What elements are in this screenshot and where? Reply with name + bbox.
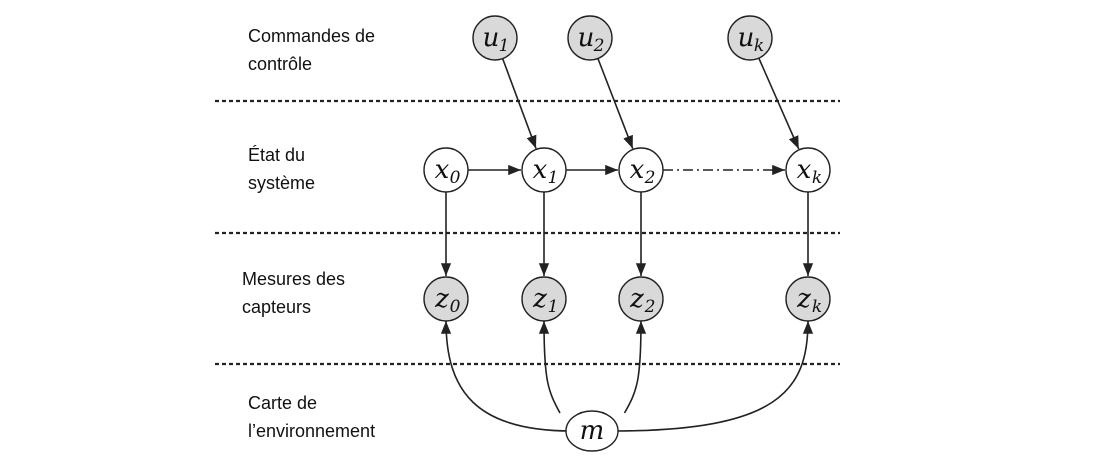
node-label: x	[797, 155, 812, 185]
node-label: u	[578, 23, 595, 53]
row-label-line: capteurs	[242, 297, 312, 317]
edge-m-z2	[623, 320, 647, 414]
node-subscript: k	[812, 297, 822, 317]
node-circle	[727, 15, 773, 61]
edge-u2-x2	[597, 58, 634, 149]
node-subscript: 2	[644, 297, 656, 317]
node-subscript: 0	[450, 297, 461, 317]
node-subscript: 0	[450, 168, 461, 188]
node-subscript: 2	[593, 36, 605, 56]
node-subscript: 2	[644, 168, 656, 188]
row-label-control: Commandes de contrôle	[248, 22, 375, 78]
node-circle	[423, 276, 469, 322]
row-label-state: État du système	[248, 141, 315, 197]
row-label-measure: Mesures des capteurs	[242, 265, 345, 321]
node-circle	[521, 147, 567, 193]
edge-u1-x1	[501, 58, 537, 149]
node-circle	[618, 147, 664, 193]
node-circle	[785, 276, 831, 322]
node-label: x	[533, 155, 548, 185]
node-label: u	[738, 23, 755, 53]
row-label-line: l’environnement	[248, 421, 376, 441]
node-label: z	[532, 284, 547, 314]
row-label-line: Mesures des	[242, 269, 346, 289]
edge-m-z0	[440, 320, 573, 432]
node-label: m	[580, 416, 605, 446]
node-subscript: k	[812, 168, 822, 188]
node-circle	[618, 276, 664, 322]
node-label: z	[434, 284, 449, 314]
row-label-line: Carte de	[248, 393, 318, 413]
row-label-line: système	[248, 173, 316, 193]
node-subscript: 1	[548, 168, 559, 188]
row-label-line: État du	[248, 145, 306, 165]
node-subscript: 1	[548, 297, 559, 317]
edge-m-z1	[538, 320, 561, 414]
node-circle	[567, 15, 613, 61]
node-circle	[423, 147, 469, 193]
row-label-line: Commandes de	[248, 26, 376, 46]
node-label: x	[630, 155, 645, 185]
node-circle	[565, 410, 619, 452]
node-circle	[785, 147, 831, 193]
node-m: m	[565, 410, 619, 452]
node-circle	[472, 15, 518, 61]
edge-m-zk	[611, 320, 814, 432]
node-label: z	[796, 284, 811, 314]
row-label-map: Carte de l’environnement	[248, 389, 375, 445]
edges	[440, 57, 814, 432]
node-label: x	[435, 155, 450, 185]
edge-uk-xk	[758, 57, 800, 150]
node-label: z	[629, 284, 644, 314]
row-label-line: contrôle	[248, 54, 313, 74]
node-subscript: 1	[499, 36, 510, 56]
node-subscript: k	[754, 36, 764, 56]
node-label: u	[483, 23, 500, 53]
node-circle	[521, 276, 567, 322]
